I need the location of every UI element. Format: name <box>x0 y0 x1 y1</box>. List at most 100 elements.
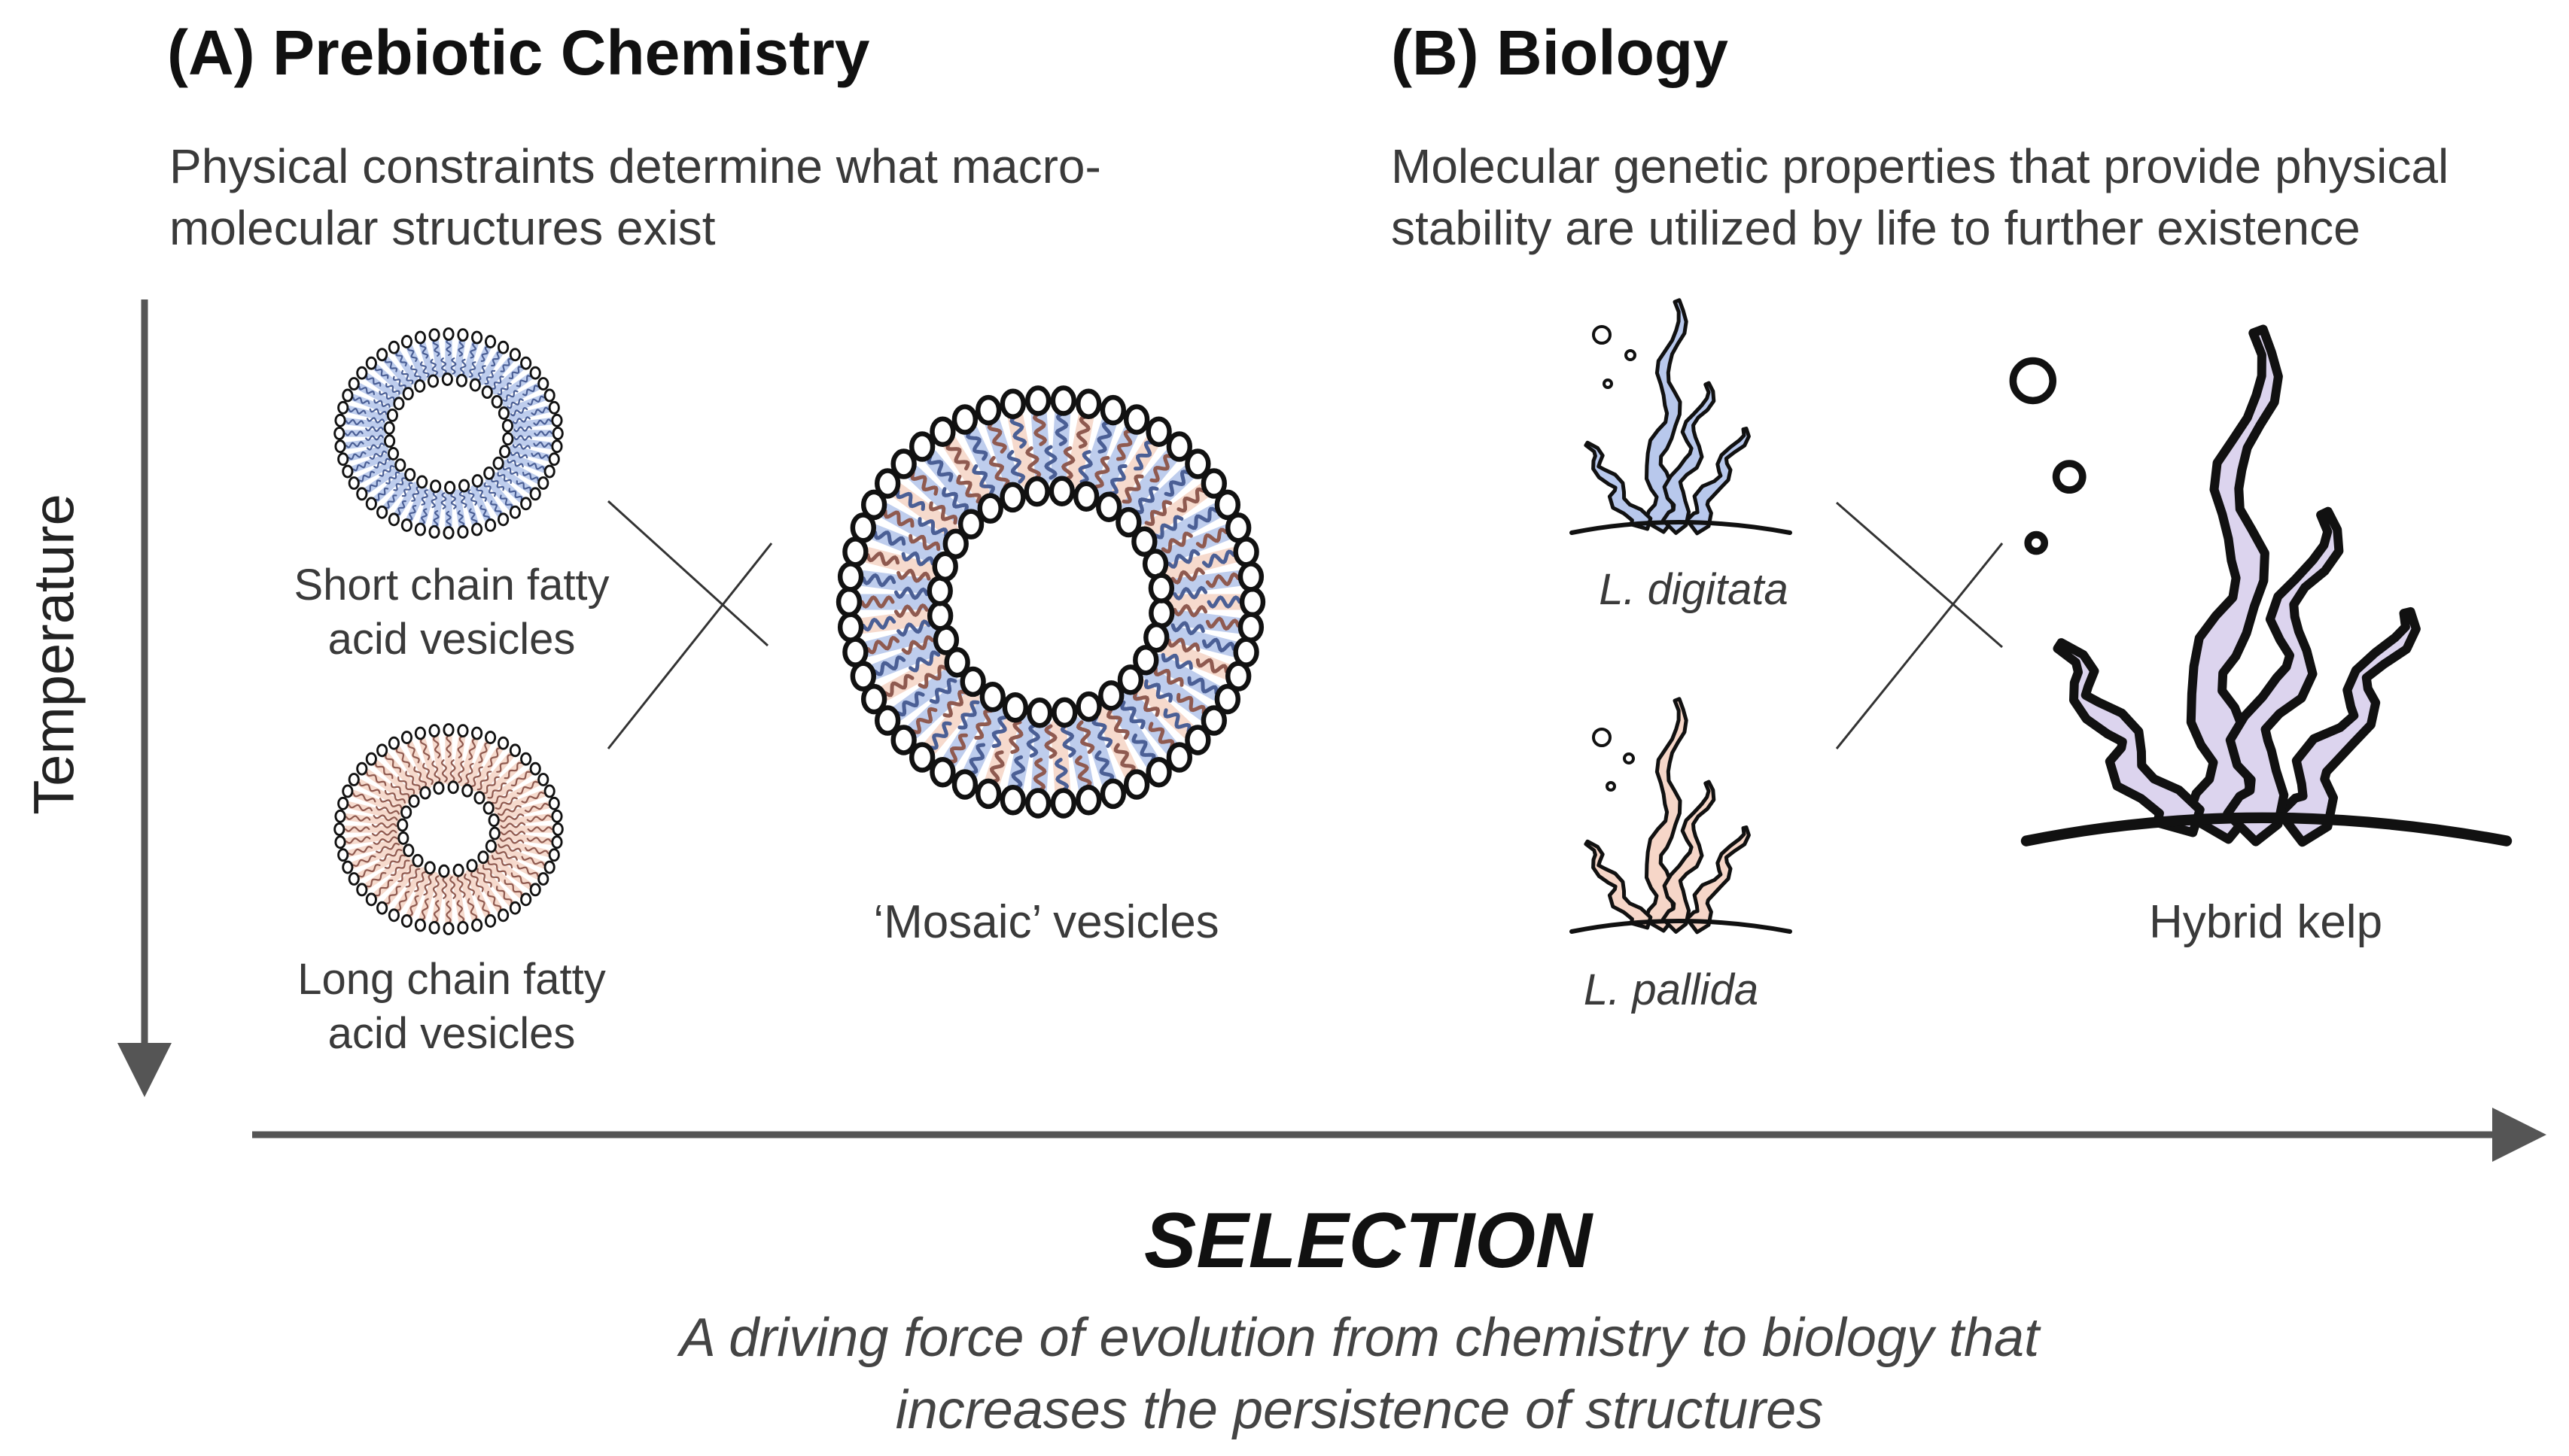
short-chain-label-line1: Short chain fatty <box>294 561 610 609</box>
lipid-tail <box>365 434 384 442</box>
lipid-head <box>1052 697 1078 728</box>
species-l-digitata: L. digitata <box>1599 565 1788 614</box>
lipid-tail <box>1026 723 1041 758</box>
lipid-tail <box>446 339 452 357</box>
lipid-tail <box>1201 637 1236 653</box>
lipid-tail <box>1078 450 1093 484</box>
lipid-head <box>551 413 563 427</box>
lipid-head <box>1000 388 1026 419</box>
lipid-tail <box>1173 585 1208 601</box>
lipid-head <box>1237 612 1265 643</box>
lipid-head <box>875 468 901 499</box>
bilayer-shade <box>465 739 492 789</box>
lipid-tail <box>456 875 466 898</box>
lipid-head <box>1142 549 1169 579</box>
panel-b-title: (B) Biology <box>1391 17 1728 88</box>
lipid-tail <box>1176 692 1206 715</box>
lipid-tail <box>458 339 464 357</box>
lipid-tail <box>373 399 391 408</box>
bilayer-shade <box>492 472 525 503</box>
bilayer-shade <box>431 873 446 926</box>
lipid-tail <box>407 345 418 362</box>
lipid-tail <box>1122 474 1144 504</box>
lipid-head <box>1000 482 1026 513</box>
lipid-head <box>1049 476 1075 506</box>
lipid-tail <box>1163 708 1192 734</box>
lipid-head <box>498 512 510 527</box>
bilayer-shade <box>345 801 402 821</box>
lipid-tail <box>490 500 502 515</box>
lipid-tail <box>479 505 490 521</box>
lipid-head <box>909 431 936 462</box>
lipid-head <box>342 388 354 403</box>
lipid-head <box>1002 692 1028 723</box>
bubble <box>1592 728 1612 747</box>
lipid-tail <box>531 406 549 416</box>
lipid-tail <box>927 454 954 482</box>
lipid-tail <box>1149 454 1173 483</box>
lipid-head <box>529 366 541 380</box>
lipid-tail <box>883 673 915 698</box>
bilayer-shade <box>497 831 555 845</box>
lipid-head <box>548 848 560 862</box>
bilayer-shade <box>342 831 400 845</box>
bilayer-shade <box>349 789 404 815</box>
lipid-tail <box>508 366 522 380</box>
lipid-tail <box>491 351 501 366</box>
lipid-tail <box>375 879 394 897</box>
lipid-tail <box>449 759 456 783</box>
bilayer-shade <box>363 768 411 804</box>
lipid-tail <box>352 397 370 405</box>
lipid-tail <box>1164 470 1191 497</box>
lipid-head <box>365 356 377 370</box>
lipid-tail <box>375 487 389 501</box>
long-chain-vesicle <box>333 723 564 935</box>
lipid-tail <box>411 486 421 502</box>
lipid-head <box>498 340 510 354</box>
lipid-tail <box>504 761 522 780</box>
lipid-head <box>376 743 388 758</box>
bilayer-shade <box>490 779 542 809</box>
lipid-head <box>1116 506 1142 538</box>
panel-a-subtitle-line1: Physical constraints determine what macr… <box>169 139 1101 193</box>
lipid-head <box>337 400 349 415</box>
lipid-head <box>342 464 354 479</box>
lipid-head <box>484 335 497 348</box>
lipid-head <box>942 528 969 560</box>
kelp-frond <box>1685 427 1751 536</box>
bilayer-shade <box>372 472 406 503</box>
lipid-tail <box>522 385 539 397</box>
lipid-head <box>1000 785 1026 816</box>
lipid-tail <box>1074 755 1092 790</box>
lipid-tail <box>1205 572 1240 588</box>
lipid-head <box>397 818 409 832</box>
bilayer-shade <box>502 460 542 484</box>
bilayer-shade <box>431 732 446 786</box>
panel-a-title: (A) Prebiotic Chemistry <box>167 17 870 88</box>
lipid-tail <box>480 345 489 362</box>
kelp-frond <box>2275 606 2421 847</box>
lipid-head <box>1131 526 1158 557</box>
lipid-head <box>979 682 1006 713</box>
lipid-head <box>520 356 532 370</box>
lipid-head <box>548 796 560 810</box>
kelp-frond <box>1685 825 1751 935</box>
lipid-head <box>909 742 936 773</box>
lipid-tail <box>358 781 381 795</box>
lipid-tail <box>942 689 968 718</box>
lipid-tail <box>510 872 531 887</box>
bubble <box>1603 378 1613 389</box>
lipid-tail <box>901 551 935 567</box>
bilayer-shade <box>471 744 504 792</box>
lipid-head <box>457 524 469 539</box>
lipid-head <box>471 474 483 488</box>
lipid-tail <box>484 369 496 385</box>
lipid-tail <box>498 844 522 853</box>
lipid-head <box>400 518 413 532</box>
bilayer-shade <box>349 452 391 473</box>
lipid-tail <box>1195 527 1228 549</box>
bilayer-shade <box>345 445 389 461</box>
lipid-tail <box>911 707 938 734</box>
lipid-tail <box>866 551 900 567</box>
lipid-head <box>860 489 887 521</box>
